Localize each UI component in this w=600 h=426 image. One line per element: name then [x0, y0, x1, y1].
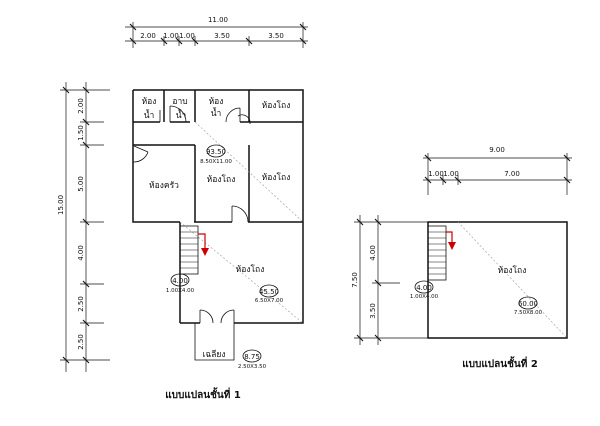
- floor1-dim-seg-3: 1.00: [179, 32, 195, 40]
- floor1-dim-vseg-2: 1.50: [77, 125, 85, 141]
- area-main-value: 45.50: [259, 288, 279, 296]
- room-label-hall-mid: ห้องโถง: [207, 174, 236, 185]
- floor2-stair-arrow-icon: [448, 242, 456, 250]
- floor1-dim-vseg-1: 2.00: [77, 98, 85, 114]
- room-label-bath-right-2: น้ำ: [211, 107, 222, 119]
- floor1-top-dimensions: 11.00 2.00 1.00 1.00 3.50 3.50: [125, 16, 308, 48]
- room-label-bath-right: ห้อง: [209, 96, 224, 107]
- floor2-area-tag-main: [518, 296, 538, 310]
- floor2-dim-seg-2: 1.00: [443, 170, 459, 178]
- room-label-kitchen: ห้องครัว: [149, 180, 179, 191]
- area-upper-value: 93.50: [206, 148, 226, 156]
- floor1-dim-seg-1: 2.00: [140, 32, 156, 40]
- floor1-dim-vseg-3: 5.00: [77, 176, 85, 192]
- floor2-area-tag-stair: [414, 280, 434, 294]
- room-label-hall-main: ห้องโถง: [236, 264, 265, 275]
- floor2-area-stair-value: 4.00: [416, 284, 432, 292]
- floor1-dim-total-width: 11.00: [208, 16, 228, 24]
- floor2-area-stair-size: 1.00X4.00: [410, 294, 439, 300]
- floor2-dim-total-height: 7.50: [351, 272, 359, 288]
- floor1-dim-seg-2: 1.00: [163, 32, 179, 40]
- area-main-size: 6.50X7.00: [255, 298, 284, 304]
- floor1-dim-seg-5: 3.50: [268, 32, 284, 40]
- floor2-area-tags: 4.00 1.00X4.00 60.00 7.50X8.00: [410, 280, 543, 316]
- floor1-dim-vseg-5: 2.50: [77, 296, 85, 312]
- room-label-porch: เฉลียง: [202, 349, 225, 360]
- area-tag-porch: [242, 349, 262, 363]
- floor2-area-main-value: 60.00: [518, 300, 538, 308]
- floor2-dim-seg-1: 1.00: [428, 170, 444, 178]
- room-label-hall-top-right: ห้องโถง: [262, 100, 291, 111]
- floor1-dim-vseg-4: 4.00: [77, 245, 85, 261]
- room-label-bath-left-2: น้ำ: [144, 109, 155, 121]
- area-tag-main: [259, 284, 279, 298]
- floor1-title: แบบแปลนชั้นที่ 1: [165, 387, 241, 401]
- floor2-room-label-hall: ห้องโถง: [498, 265, 527, 276]
- floor1-dim-seg-4: 3.50: [214, 32, 230, 40]
- floor1-walls: [132, 89, 304, 361]
- floor1-stair-arrow-icon: [201, 248, 209, 256]
- floor2-dim-total-width: 9.00: [489, 146, 505, 154]
- floor2-dim-vseg-2: 3.50: [369, 303, 377, 319]
- room-label-bath-left: ห้อง: [142, 96, 157, 107]
- area-upper-size: 8.50X11.00: [200, 159, 232, 165]
- floor2-area-main-size: 7.50X8.00: [514, 310, 543, 316]
- floor1-left-dimensions: 15.00 2.00 1.50 5.00 4.00 2.50 2.50: [57, 82, 110, 372]
- floor1-diagonal-guides: [179, 121, 304, 324]
- room-label-shower: อาบ: [172, 97, 187, 107]
- floor2-dim-vseg-1: 4.00: [369, 245, 377, 261]
- floor1-area-tags: 93.50 8.50X11.00 4.00 1.00X4.00 45.50 6.…: [166, 144, 284, 370]
- area-tag-upper: [206, 144, 226, 158]
- floor1-room-labels: ห้อง น้ำ อาบ น้ำ ห้อง น้ำ ห้องโถง ห้องคร…: [142, 96, 291, 360]
- floor1-dim-total-height: 15.00: [57, 195, 65, 215]
- floor2-left-dimensions: 7.50 4.00 3.50: [351, 215, 430, 345]
- area-stair-size: 1.00X4.00: [166, 288, 195, 294]
- area-porch-value: 8.75: [244, 353, 260, 361]
- room-label-shower-2: น้ำ: [176, 109, 187, 121]
- area-porch-size: 2.50X3.50: [238, 364, 267, 370]
- floor2-walls: [427, 221, 568, 339]
- floor2-title: แบบแปลนชั้นที่ 2: [462, 356, 538, 370]
- floor1-dim-vseg-6: 2.50: [77, 334, 85, 350]
- floor2-top-dimensions: 9.00 1.00 1.00 7.00: [423, 146, 572, 195]
- area-tag-stair: [170, 273, 190, 287]
- area-stair-value: 4.00: [172, 277, 188, 285]
- floor2-stairs: [427, 225, 456, 281]
- floor1-stairs: [179, 225, 209, 275]
- floor1-doors: [132, 105, 251, 324]
- room-label-hall-right: ห้องโถง: [262, 172, 291, 183]
- floor2-dim-seg-3: 7.00: [504, 170, 520, 178]
